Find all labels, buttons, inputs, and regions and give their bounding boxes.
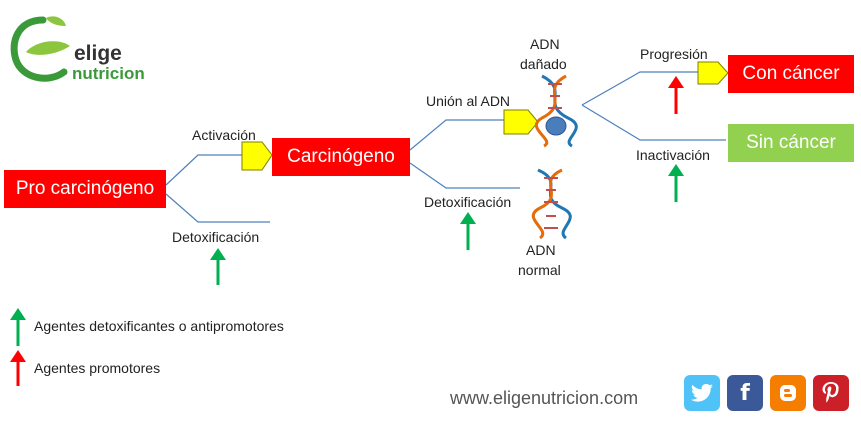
adn-normal-label-2: normal (518, 262, 561, 278)
logo-swirl-icon (10, 16, 70, 82)
union-adn-label: Unión al ADN (426, 93, 511, 109)
progresion-label: Progresión (640, 46, 708, 62)
progression-pentagon-icon (697, 61, 729, 85)
con-cancer-box: Con cáncer (728, 55, 854, 93)
pinterest-icon[interactable] (813, 375, 849, 411)
arrow-up-green-icon (460, 212, 476, 250)
legend-arrow-red-icon (10, 350, 26, 386)
website-url[interactable]: www.eligenutricion.com (450, 388, 639, 408)
facebook-icon[interactable]: f (727, 375, 763, 411)
legend-green-label: Agentes detoxificantes o antipromotores (34, 318, 284, 334)
sin-cancer-box: Sin cáncer (728, 124, 854, 162)
brand-line-2: nutricion (72, 64, 145, 83)
adn-danado-label-2: dañado (520, 56, 567, 72)
union-pentagon-icon (503, 109, 539, 135)
legend-arrow-green-icon (10, 308, 26, 346)
inactivacion-label: Inactivación (636, 147, 710, 163)
adn-danado-label-1: ADN (530, 36, 560, 52)
pro-carcinogeno-box: Pro carcinógeno (4, 170, 166, 208)
detoxificacion-left-label: Detoxificación (172, 229, 260, 245)
legend-red-label: Agentes promotores (34, 360, 161, 376)
detoxificacion-mid-label: Detoxificación (424, 194, 512, 210)
dna-damaged-icon (534, 74, 578, 148)
activation-pentagon-icon (241, 141, 273, 171)
arrow-up-red-icon (668, 76, 684, 114)
carcinogeno-box: Carcinógeno (272, 138, 410, 176)
logo: elige nutricion (8, 12, 158, 92)
adn-normal-label-1: ADN (526, 242, 556, 258)
activacion-label: Activación (192, 127, 256, 143)
twitter-icon[interactable] (684, 375, 720, 411)
brand-line-1: elige (74, 42, 122, 65)
arrow-up-green-icon (210, 248, 226, 285)
dna-normal-icon (531, 168, 572, 240)
blogger-icon[interactable] (770, 375, 806, 411)
arrow-up-green-icon (668, 164, 684, 202)
